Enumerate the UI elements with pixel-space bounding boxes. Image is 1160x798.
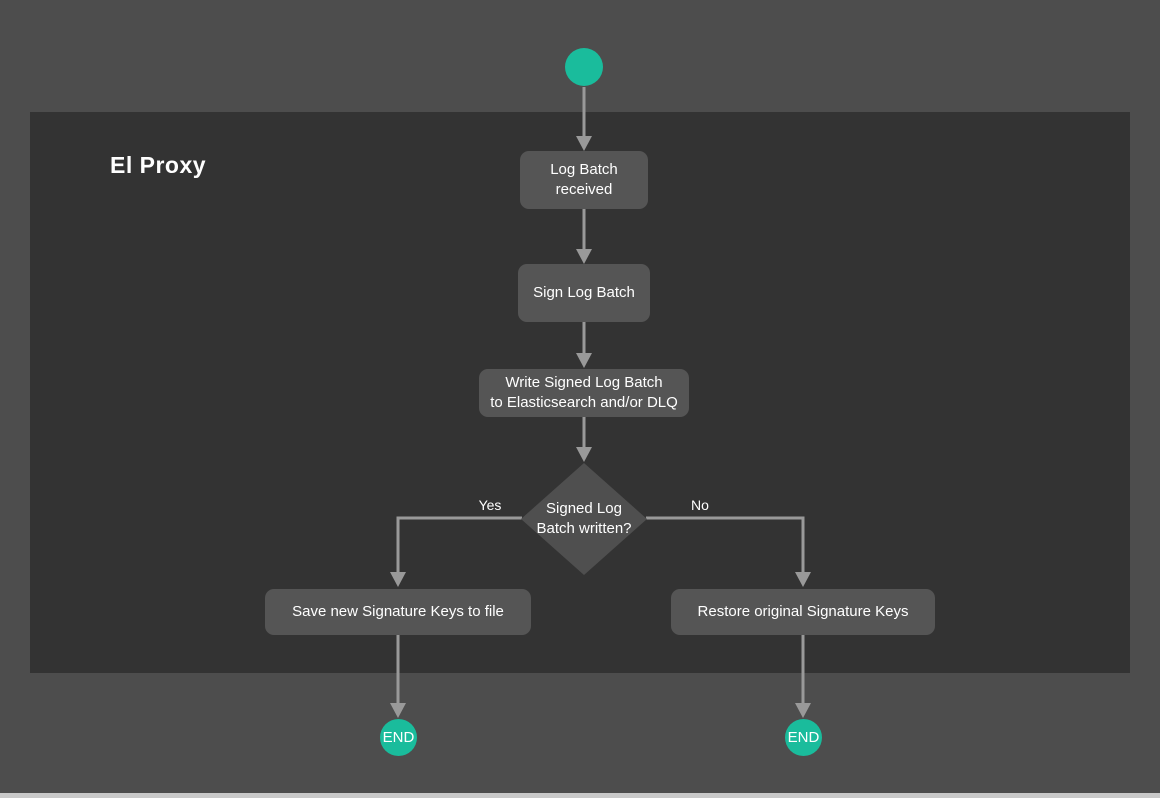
- node-label: Log Batch received: [550, 161, 618, 198]
- node-label: Save new Signature Keys to file: [292, 603, 504, 620]
- el-proxy-title: El Proxy: [110, 152, 207, 178]
- edge-no-label: No: [691, 497, 709, 513]
- node-save-signature-keys: Save new Signature Keys to file: [265, 589, 531, 635]
- node-label: Write Signed Log Batch to Elasticsearch …: [490, 374, 678, 411]
- bottom-strip: [0, 793, 1160, 798]
- start-node: [565, 48, 603, 86]
- node-sign-log-batch: Sign Log Batch: [518, 264, 650, 322]
- node-label: Sign Log Batch: [533, 284, 635, 301]
- decision-label: Signed Log Batch written?: [536, 500, 632, 537]
- node-write-signed-log-batch: Write Signed Log Batch to Elasticsearch …: [479, 369, 689, 417]
- node-restore-signature-keys: Restore original Signature Keys: [671, 589, 935, 635]
- end-node-left: END: [380, 719, 417, 756]
- node-log-batch-received: Log Batch received: [520, 151, 648, 209]
- end-node-right: END: [785, 719, 822, 756]
- node-label: Restore original Signature Keys: [697, 603, 909, 620]
- edge-yes-label: Yes: [478, 497, 502, 513]
